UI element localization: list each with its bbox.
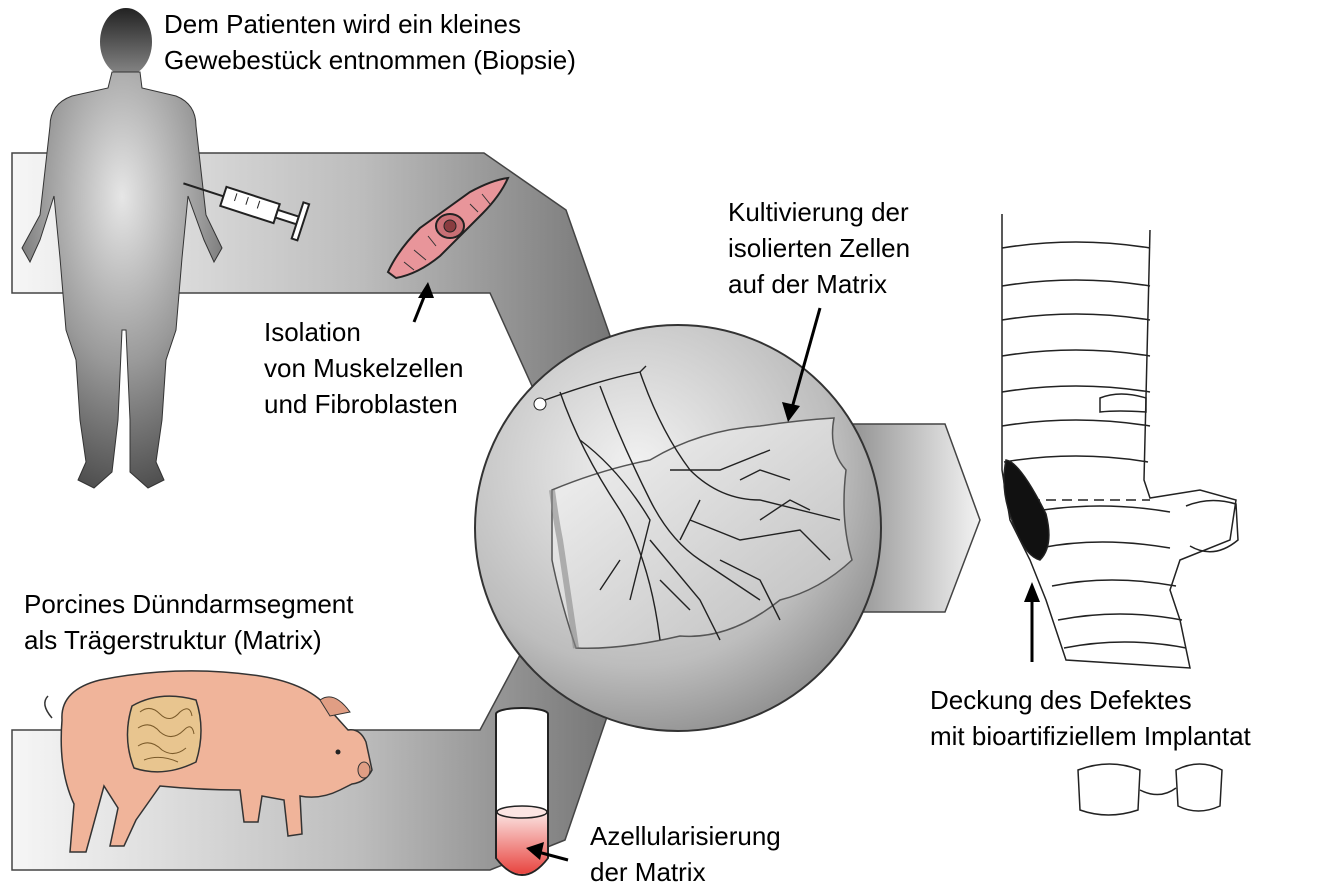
biopsy-caption: Dem Patienten wird ein kleines Gewebestü… xyxy=(164,6,576,78)
implant-line1: Deckung des Defektes xyxy=(930,682,1251,718)
intestine-icon xyxy=(127,696,201,772)
matrix-line1: Porcines Dünndarmsegment xyxy=(24,586,354,622)
cultivation-line2: isolierten Zellen xyxy=(728,230,910,266)
implant-line2: mit bioartifiziellem Implantat xyxy=(930,718,1251,754)
isolation-line1: Isolation xyxy=(264,314,463,350)
matrix-line2: als Trägerstruktur (Matrix) xyxy=(24,622,354,658)
isolation-line2: von Muskelzellen xyxy=(264,350,463,386)
cultivation-caption: Kultivierung der isolierten Zellen auf d… xyxy=(728,194,910,302)
decell-line2: der Matrix xyxy=(590,854,781,890)
matrix-caption: Porcines Dünndarmsegment als Trägerstruk… xyxy=(24,586,354,658)
biopsy-line2: Gewebestück entnommen (Biopsie) xyxy=(164,42,576,78)
isolation-caption: Isolation von Muskelzellen und Fibroblas… xyxy=(264,314,463,422)
implant-arrow xyxy=(1024,582,1040,662)
decell-line1: Azellularisierung xyxy=(590,818,781,854)
implant-caption: Deckung des Defektes mit bioartifizielle… xyxy=(930,682,1251,754)
biopsy-line1: Dem Patienten wird ein kleines xyxy=(164,6,576,42)
cultivation-line1: Kultivierung der xyxy=(728,194,910,230)
decell-caption: Azellularisierung der Matrix xyxy=(590,818,781,890)
culture-circle xyxy=(475,325,881,731)
cultivation-line3: auf der Matrix xyxy=(728,266,910,302)
isolation-line3: und Fibroblasten xyxy=(264,386,463,422)
